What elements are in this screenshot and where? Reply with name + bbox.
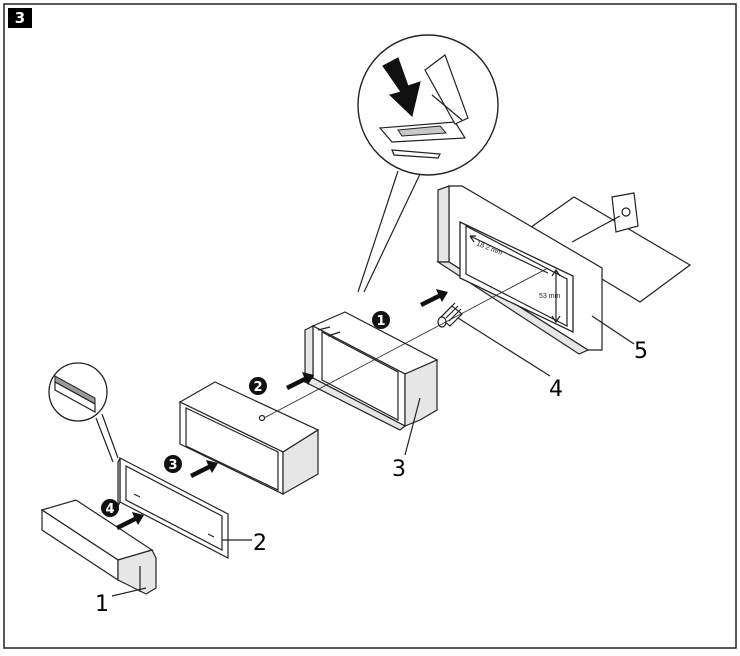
front-panel xyxy=(40,499,157,595)
step-marker-1-label: 1 xyxy=(376,314,385,329)
radio-housing xyxy=(178,381,320,496)
step-marker-3-label: 3 xyxy=(168,458,177,473)
step-marker-1: 1 xyxy=(372,311,390,329)
step-marker-4-label: 4 xyxy=(105,502,114,517)
callout-4: 4 xyxy=(549,377,563,402)
step-marker-4: 4 xyxy=(101,499,119,517)
trim-frame xyxy=(117,457,229,559)
callout-leaders xyxy=(111,215,635,597)
step-marker-2: 2 xyxy=(249,377,267,395)
detail-magnifier-top xyxy=(357,34,499,293)
step-marker-2-label: 2 xyxy=(253,380,262,395)
callout-2: 2 xyxy=(253,531,267,556)
callout-3: 3 xyxy=(392,457,406,482)
detail-magnifier-left xyxy=(48,362,119,463)
callout-1: 1 xyxy=(95,592,109,617)
vehicle-dashboard-bracket: 18 2 mm 53 mm xyxy=(435,185,692,355)
step-number-badge: 3 xyxy=(8,8,32,28)
callout-5: 5 xyxy=(634,339,648,364)
step-marker-3: 3 xyxy=(164,455,182,473)
alignment-guide-line xyxy=(263,267,549,419)
mounting-cage xyxy=(303,311,439,431)
mounting-bolt xyxy=(437,302,463,328)
step-arrows xyxy=(116,289,448,530)
dimension-height-label: 53 mm xyxy=(539,293,561,300)
figure-border xyxy=(3,3,737,649)
